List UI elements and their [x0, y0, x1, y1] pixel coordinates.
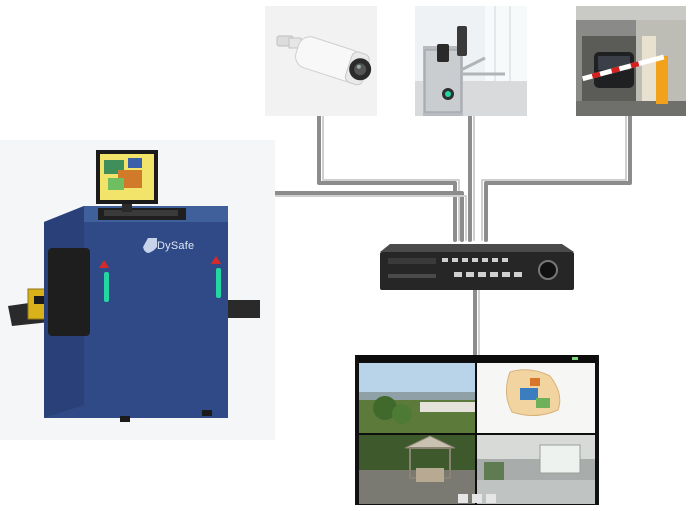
bullet-camera — [265, 6, 377, 116]
brand-label: DySafe — [157, 240, 195, 252]
barrier-gate-icon — [576, 6, 686, 116]
camera-icon — [265, 6, 377, 116]
turnstile-gate — [415, 6, 527, 116]
parking-barrier — [576, 6, 686, 116]
turnstile-icon — [415, 6, 527, 116]
